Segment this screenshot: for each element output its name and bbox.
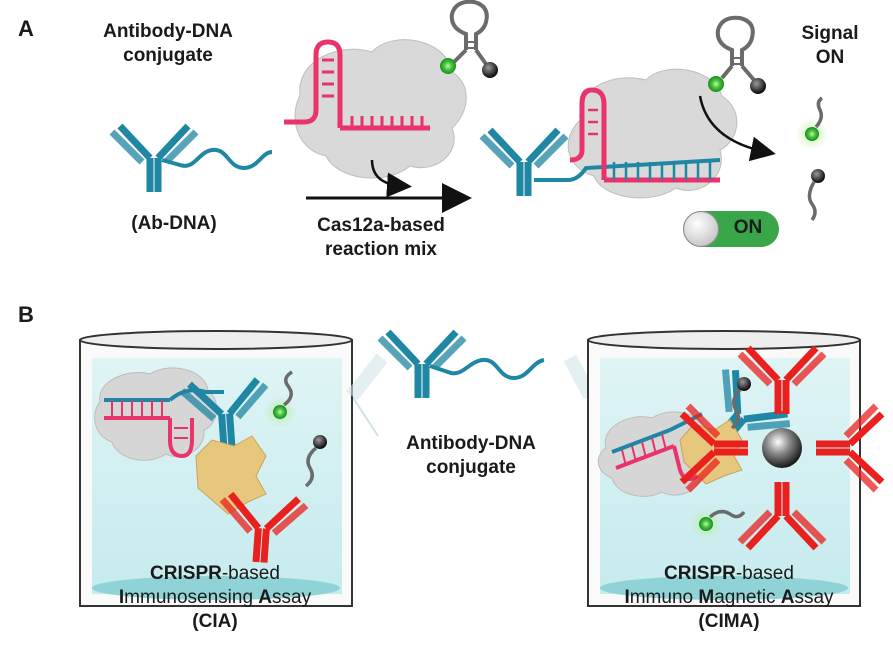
cleavage-arrow-icon: [698, 95, 776, 162]
antibody-dna-icon: [112, 126, 196, 192]
on-switch-icon: ON: [683, 211, 779, 247]
cleaved-fragment-icon: [730, 388, 742, 430]
cleaved-fragment-icon: [814, 96, 824, 129]
antigen-icon: [195, 435, 267, 515]
center-conjugate-label: Antibody-DNA conjugate: [386, 432, 556, 480]
cima-caption: CRISPR-based Immuno Magnetic Assay (CIMA…: [574, 562, 884, 634]
conjugate-label: Antibody-DNA conjugate: [84, 20, 252, 68]
released-quencher-icon: [737, 377, 751, 391]
signal-on-label: Signal ON: [790, 22, 870, 70]
reaction-mix-line1: Cas12a-based: [317, 215, 445, 236]
crrna-dna-duplex-icon: [104, 388, 224, 459]
cleaved-fragment-icon: [282, 370, 293, 407]
magnetic-bead-icon: [762, 428, 802, 468]
reporter-hairpin-cleaving-icon: [715, 15, 756, 82]
cas12a-protein-icon: [294, 39, 467, 179]
released-quencher-icon: [313, 435, 327, 449]
released-fluorophore-icon: [805, 127, 819, 141]
center-conjugate-line2: conjugate: [426, 457, 516, 478]
activation-arrow-icon: [370, 159, 412, 198]
cleaved-fragment-icon: [304, 446, 318, 488]
quencher-icon: [750, 78, 766, 94]
crrna-icon: [284, 39, 430, 131]
antibody-dna-icon: [380, 332, 464, 398]
abdna-label: (Ab-DNA): [131, 213, 217, 234]
cleaved-fragment-icon: [708, 509, 746, 519]
released-fluorophore-icon: [699, 517, 713, 531]
dna-tail-icon: [161, 147, 273, 171]
bound-antibody-icon: [482, 130, 566, 196]
quencher-icon: [482, 62, 498, 78]
cia-caption-line1: CRISPR-based: [150, 563, 280, 584]
cleaved-fragment-icon: [807, 181, 817, 222]
cia-caption: CRISPR-based Immunosensing Assay (CIA): [60, 562, 370, 634]
target-dna-duplex-icon: [534, 87, 721, 183]
signal-on-line1: Signal: [801, 23, 859, 44]
conjugate-label-line1: Antibody-DNA: [103, 21, 233, 42]
cia-abbreviation: (CIA): [192, 611, 238, 632]
cima-caption-line1: CRISPR-based: [664, 563, 794, 584]
reaction-mix-line2: reaction mix: [325, 239, 437, 260]
fluorophore-icon: [440, 58, 456, 74]
reaction-mix-label: Cas12a-based reaction mix: [296, 214, 466, 262]
switch-knob-icon: [683, 211, 719, 247]
released-fluorophore-icon: [273, 405, 287, 419]
on-switch-label: ON: [733, 217, 763, 238]
reporter-hairpin-icon: [449, 0, 489, 66]
cima-caption-line2: Immuno Magnetic Assay: [624, 587, 834, 608]
cia-caption-line2: Immunosensing Assay: [118, 587, 312, 608]
conjugate-label-line2: conjugate: [123, 45, 213, 66]
dna-tail-icon: [429, 357, 545, 381]
panel-a-letter: A: [18, 16, 34, 41]
center-conjugate-line1: Antibody-DNA: [406, 433, 536, 454]
fluorophore-icon: [708, 76, 724, 92]
cima-abbreviation: (CIMA): [698, 611, 760, 632]
panel-b-letter: B: [18, 302, 34, 327]
released-quencher-icon: [811, 169, 825, 183]
signal-on-line2: ON: [815, 47, 845, 68]
